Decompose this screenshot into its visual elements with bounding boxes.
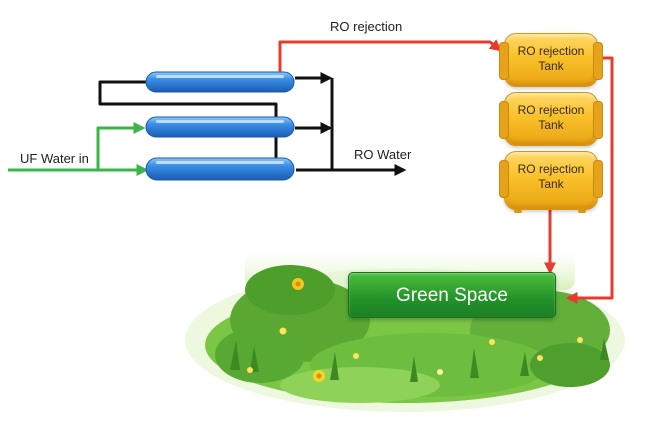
- tank-label: RO rejection Tank: [517, 162, 585, 191]
- green-space-box: Green Space: [348, 272, 556, 318]
- green-space-label: Green Space: [396, 285, 508, 306]
- feed-lines: [8, 122, 149, 176]
- ro-rejection-tank-2: RO rejection Tank: [499, 92, 603, 146]
- uf-water-in-label: UF Water in: [20, 151, 89, 166]
- tank-foot: [514, 206, 522, 213]
- tank-label: RO rejection Tank: [517, 103, 585, 132]
- reject-lines: [278, 39, 614, 304]
- ro-rejection-tank-3: RO rejection Tank: [499, 151, 603, 210]
- tank-label: RO rejection Tank: [517, 44, 585, 73]
- flower-icon: [247, 278, 583, 382]
- ro-water-label: RO Water: [354, 147, 412, 162]
- membrane-vessel-icon: [145, 71, 295, 181]
- tank-foot: [578, 206, 586, 213]
- ro-rejection-label: RO rejection: [330, 19, 403, 34]
- ro-rejection-tank-1: RO rejection Tank: [499, 33, 603, 87]
